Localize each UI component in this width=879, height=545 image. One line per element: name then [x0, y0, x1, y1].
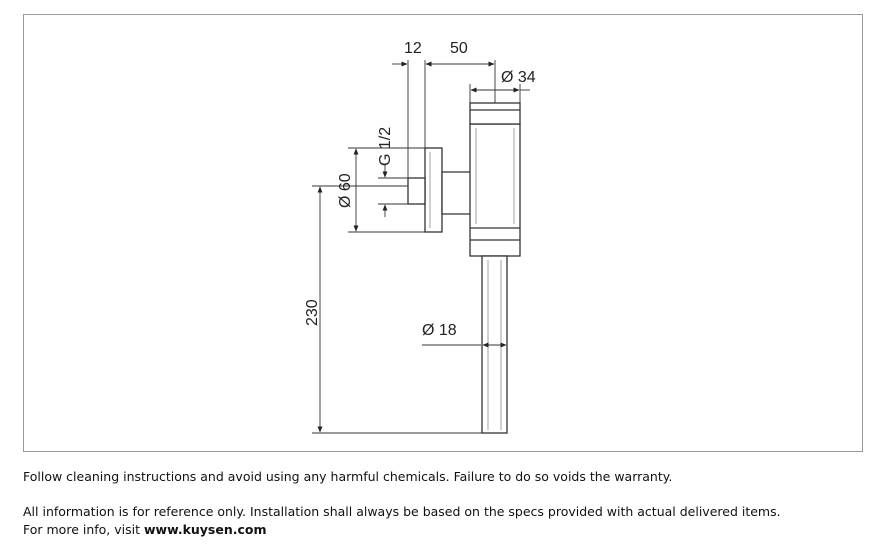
- dim-flange-thickness: 12: [404, 40, 422, 57]
- valve-cap: [469, 102, 521, 125]
- dim-pipe-diameter: Ø 18: [422, 322, 457, 339]
- more-info-prefix: For more info, visit: [23, 522, 144, 537]
- outlet-pipe: [481, 255, 508, 434]
- dim-flange-diameter: Ø 60: [337, 173, 354, 208]
- dim-top-diameter: Ø 34: [501, 69, 536, 86]
- technical-drawing: 12 50 Ø 34 G 1/2 Ø 60 230 Ø 18: [304, 40, 536, 434]
- notes-section: Follow cleaning instructions and avoid u…: [23, 468, 863, 539]
- website-link[interactable]: www.kuysen.com: [143, 522, 267, 537]
- reference-note: All information is for reference only. I…: [23, 504, 781, 519]
- valve-body: [469, 123, 521, 257]
- dim-height: 230: [304, 299, 321, 326]
- dim-offset: 50: [450, 40, 468, 57]
- flush-valve-outline: [407, 102, 521, 434]
- thread-stub: [407, 177, 426, 205]
- cleaning-note: Follow cleaning instructions and avoid u…: [23, 469, 673, 484]
- drawing-frame: [23, 14, 863, 452]
- dim-thread: G 1/2: [377, 127, 394, 166]
- wall-flange: [424, 147, 443, 233]
- more-info-line: For more info, visit www.kuysen.com: [23, 521, 863, 539]
